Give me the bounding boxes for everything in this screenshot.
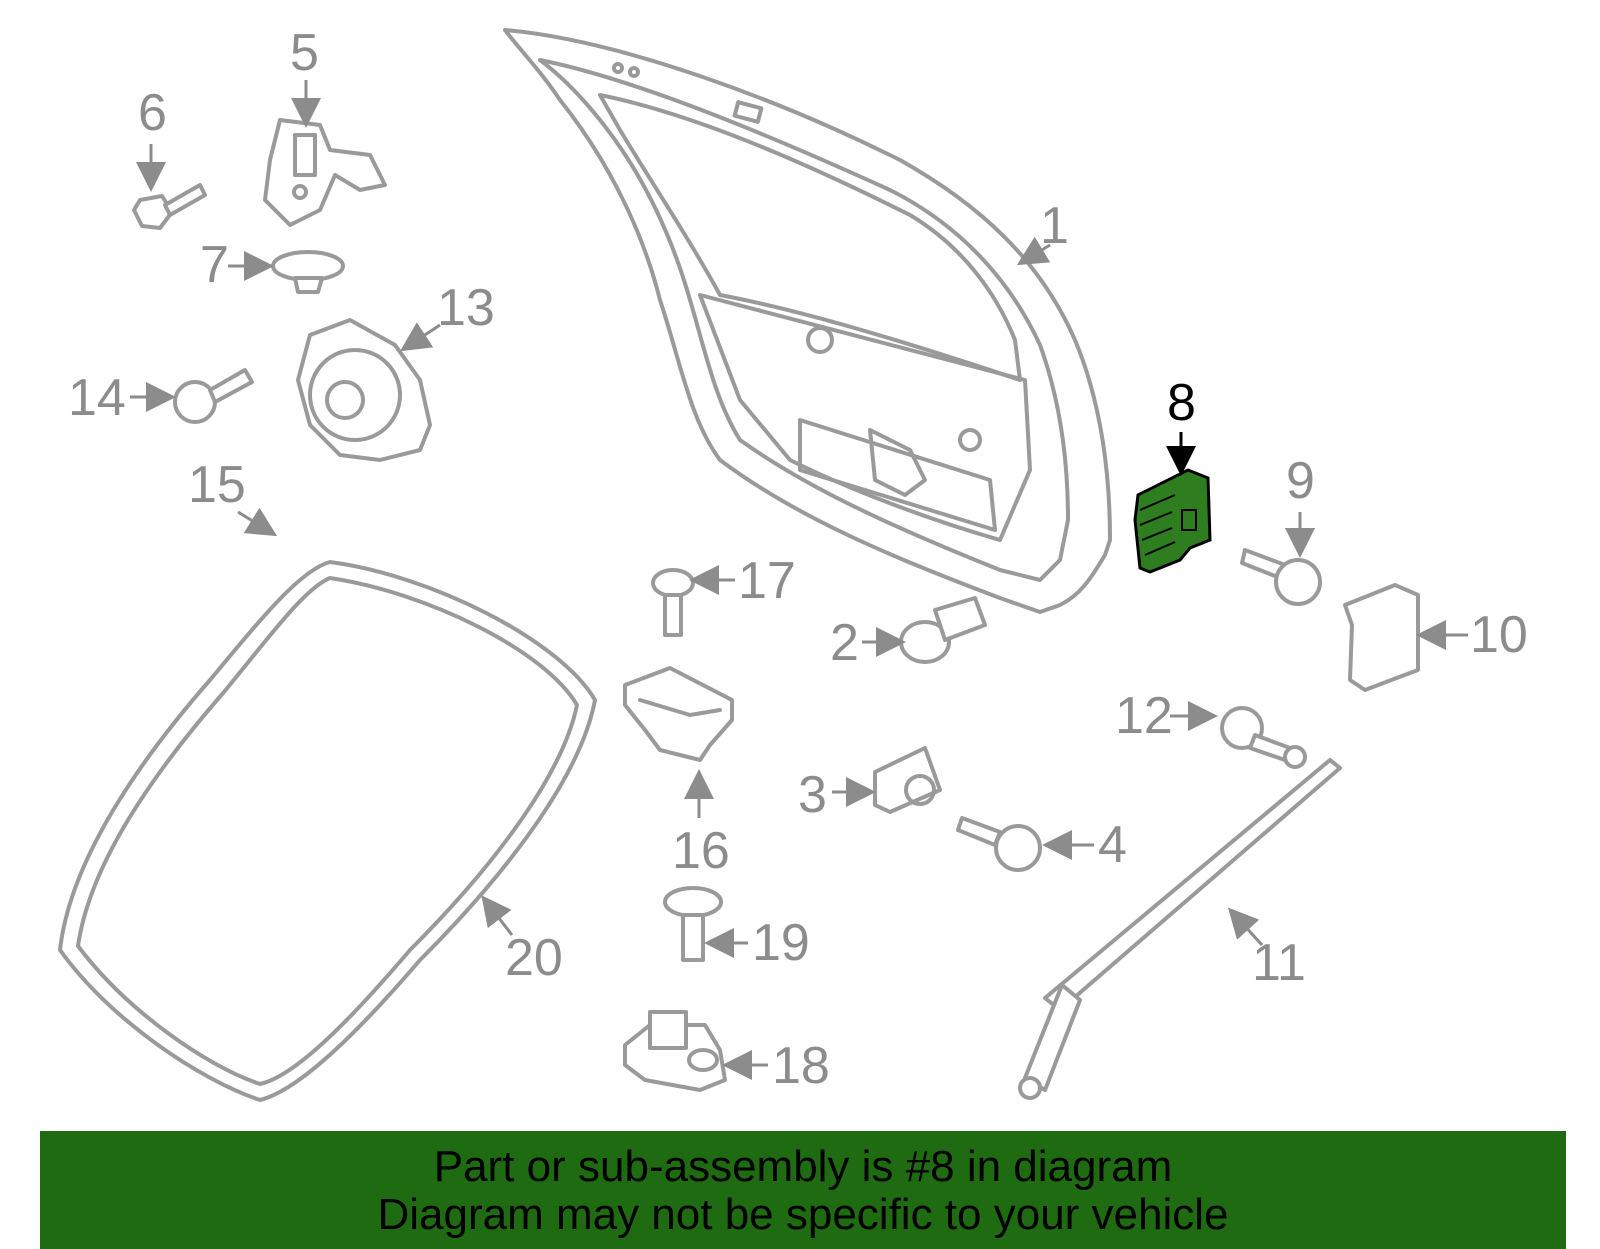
callout-1-arrow	[1016, 236, 1051, 266]
part-6-bolt	[132, 183, 207, 230]
part-11-strut	[1018, 758, 1342, 1100]
part-7-nut	[271, 250, 345, 294]
banner-line-2: Diagram may not be specific to your vehi…	[377, 1190, 1229, 1239]
part-16-latch	[623, 666, 734, 762]
callout-8: 8	[1167, 374, 1196, 432]
callout-10: 10	[1470, 606, 1528, 664]
callout-6: 6	[138, 84, 167, 142]
part-19-push-pin	[663, 886, 723, 962]
callout-9: 9	[1286, 452, 1315, 510]
part-9-bolt	[1240, 548, 1322, 606]
callout-19: 19	[752, 914, 810, 972]
part-2-ball-stud	[899, 596, 987, 664]
part-4-bolt	[956, 816, 1042, 872]
part-8-highlighted	[1133, 468, 1212, 574]
info-banner: Part or sub-assembly is #8 in diagram Di…	[40, 1131, 1566, 1249]
callout-14: 14	[68, 369, 126, 427]
callout-2: 2	[830, 614, 859, 672]
callout-5: 5	[290, 24, 319, 82]
callout-4: 4	[1098, 816, 1127, 874]
part-1-liftgate	[503, 28, 1112, 614]
callout-11-arrow	[1227, 907, 1264, 947]
callout-15-arrow	[237, 507, 278, 537]
callout-20: 20	[505, 929, 563, 987]
part-17-screw	[651, 568, 695, 637]
part-10-cap	[1343, 583, 1420, 692]
part-5-hinge	[263, 118, 387, 227]
banner-line-1: Part or sub-assembly is #8 in diagram	[433, 1142, 1173, 1191]
callout-7: 7	[200, 236, 229, 294]
part-8-body	[1133, 468, 1212, 574]
part-20-weatherstrip	[58, 560, 597, 1102]
callout-1: 1	[1040, 197, 1069, 255]
callout-13: 13	[437, 279, 495, 337]
callout-3: 3	[798, 766, 827, 824]
part-15-hose	[240, 485, 330, 570]
callout-12: 12	[1115, 687, 1173, 745]
callout-18: 18	[772, 1037, 830, 1095]
callout-13-arrow	[399, 322, 441, 352]
part-13-speaker	[296, 318, 432, 462]
callout-17: 17	[738, 552, 796, 610]
part-12-ball-stud	[1220, 706, 1307, 769]
callout-16: 16	[672, 822, 730, 880]
callout-20-arrow	[481, 895, 514, 936]
part-14-screw	[173, 368, 254, 424]
part-18-striker	[623, 1010, 727, 1092]
callout-15: 15	[188, 456, 246, 514]
part-3-bumper	[873, 746, 942, 814]
